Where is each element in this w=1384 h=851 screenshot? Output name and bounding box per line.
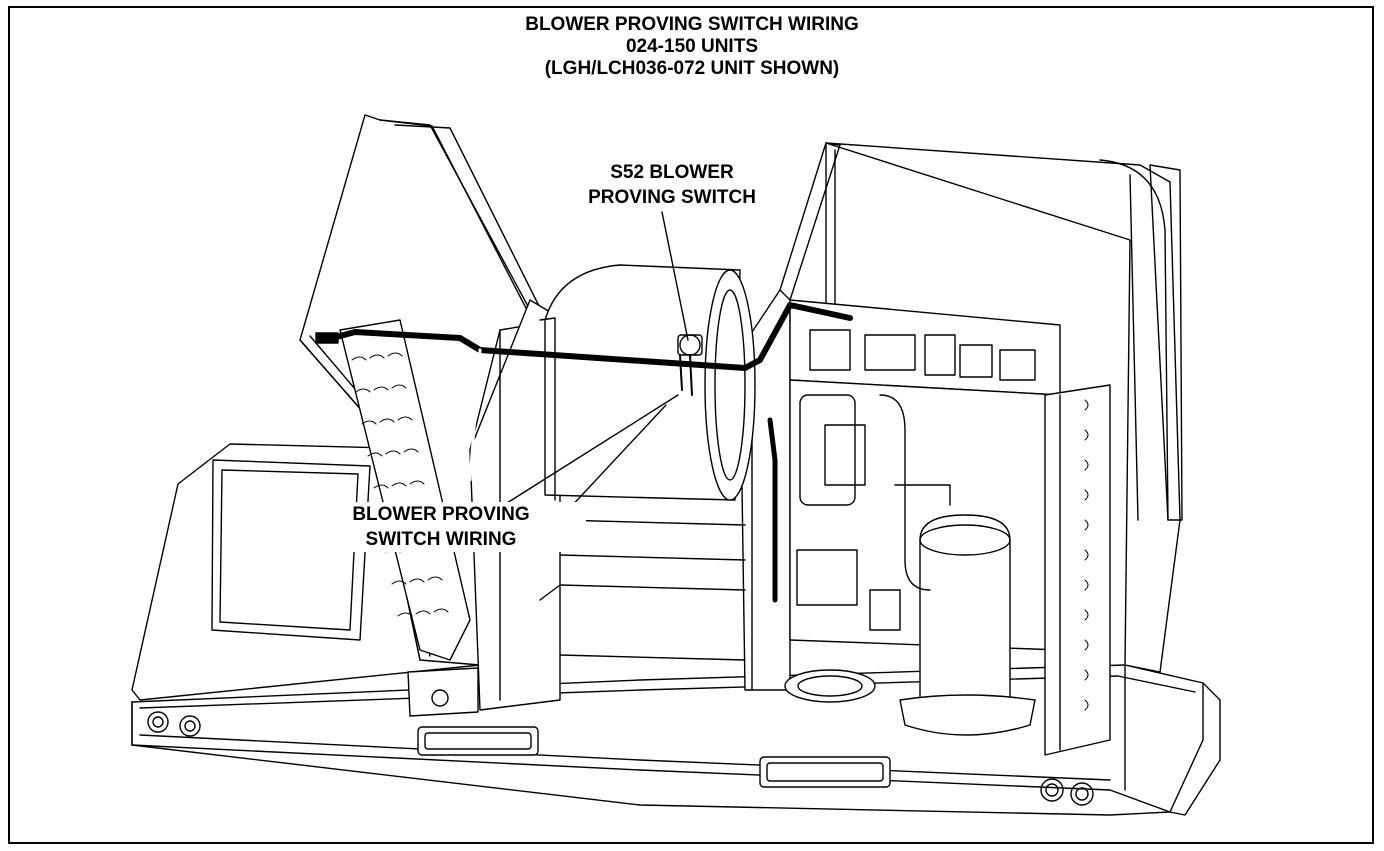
cabinet-frame [779,142,1183,673]
compressor [879,394,1036,736]
wiring-callout-line-2: SWITCH WIRING [365,529,517,550]
wiring-callout: BLOWER PROVING SWITCH WIRING [296,502,586,552]
evaporator-coil [299,114,561,717]
title-line-2: 024-150 UNITS [625,36,758,57]
switch-leader-line [661,211,689,341]
wiring-leader-line-1 [487,394,679,516]
control-section [784,299,1061,703]
title-line-1: BLOWER PROVING SWITCH WIRING [525,14,859,35]
switch-wiring-harness [315,302,853,603]
blower-housing [539,264,756,501]
switch-callout: S52 BLOWER PROVING SWITCH [552,160,792,210]
condenser-coil [1044,384,1111,756]
switch-callout-line-1: S52 BLOWER [610,162,734,183]
figure-border [8,6,1374,844]
switch-callout-line-2: PROVING SWITCH [588,187,756,208]
title-line-3: (LGH/LCH036-072 UNIT SHOWN) [544,58,840,79]
figure-title: BLOWER PROVING SWITCH WIRING 024-150 UNI… [0,14,1384,80]
wiring-callout-line-1: BLOWER PROVING [352,504,530,525]
